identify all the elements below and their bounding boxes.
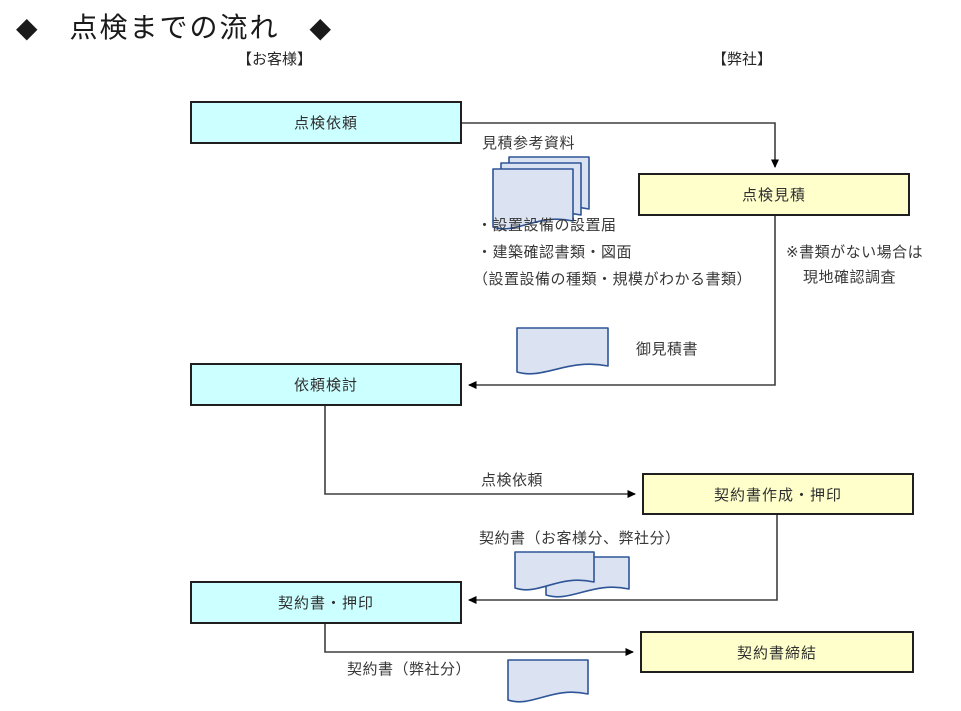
label-bullet-building-confirmation: ・建築確認書類・図面 [477, 244, 633, 261]
flow-box-contract-conclude: 契約書締結 [640, 631, 914, 673]
label-quotation-document: 御見積書 [636, 341, 699, 358]
label-inspection-request-arrow: 点検依頼 [481, 472, 544, 489]
label-contract-company-copy: 契約書（弊社分） [347, 661, 472, 678]
flow-box-inspection-quote: 点検見積 [638, 173, 910, 216]
flow-box-contract-create: 契約書作成・押印 [642, 473, 914, 515]
page-title: ◆ 点検までの流れ ◆ [16, 12, 334, 43]
label-bullet-documents-note: （設置設備の種類・規模がわかる書類） [473, 271, 753, 288]
column-header-company: 【弊社】 [712, 51, 773, 68]
label-no-documents-note-line2: 現地確認調査 [803, 269, 897, 286]
label-no-documents-note-line1: ※書類がない場合は [786, 244, 924, 261]
label-bullet-installation-notice: ・設置設備の設置届 [477, 217, 617, 234]
quotation-document-icon [516, 327, 609, 375]
flow-box-request-review: 依頼検討 [190, 363, 462, 406]
company-contract-document-icon [507, 659, 589, 703]
arrow-seal-to-conclude [324, 624, 634, 656]
label-quote-reference-materials: 見積参考資料 [482, 135, 576, 152]
flow-box-inspection-request: 点検依頼 [190, 101, 462, 144]
contract-documents-icon [514, 551, 630, 598]
flow-box-contract-seal: 契約書・押印 [190, 581, 462, 624]
arrow-review-to-contract-create [324, 406, 636, 498]
label-no-documents-note: ※書類がない場合は 現地確認調査 [786, 240, 923, 290]
column-header-customer: 【お客様】 [237, 51, 313, 68]
label-contract-both-copies: 契約書（お客様分、弊社分） [479, 530, 681, 547]
